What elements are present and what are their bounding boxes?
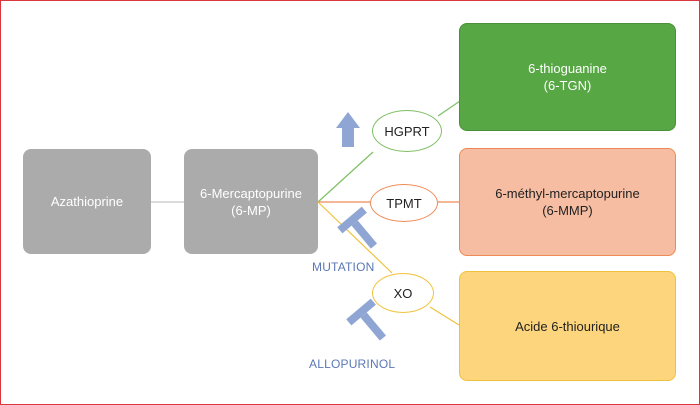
up-arrow-icon [336,112,360,147]
label-mutation: MUTATION [312,260,375,274]
node-6-mercaptopurine: 6-Mercaptopurine (6-MP) [184,149,318,254]
node-azathioprine: Azathioprine [23,149,151,254]
enzyme-xo: XO [372,273,434,313]
node-thiouric-acid: Acide 6-thiourique [459,271,676,381]
connector-hgprt [317,151,374,203]
node-6-thioguanine: 6-thioguanine (6-TGN) [459,23,676,131]
inhibitor-t-icon-mutation [337,206,377,249]
node-6-methyl-mercaptopurine: 6-méthyl-mercaptopurine (6-MMP) [459,148,676,256]
connector-xo-acid [429,306,460,326]
label-allopurinol: ALLOPURINOL [309,357,396,371]
connector-xo [317,201,393,274]
inhibitor-t-icon-allopurinol [346,298,386,341]
enzyme-tpmt: TPMT [370,184,438,222]
connector-hgprt-tgn [437,100,461,117]
enzyme-hgprt: HGPRT [372,110,442,152]
